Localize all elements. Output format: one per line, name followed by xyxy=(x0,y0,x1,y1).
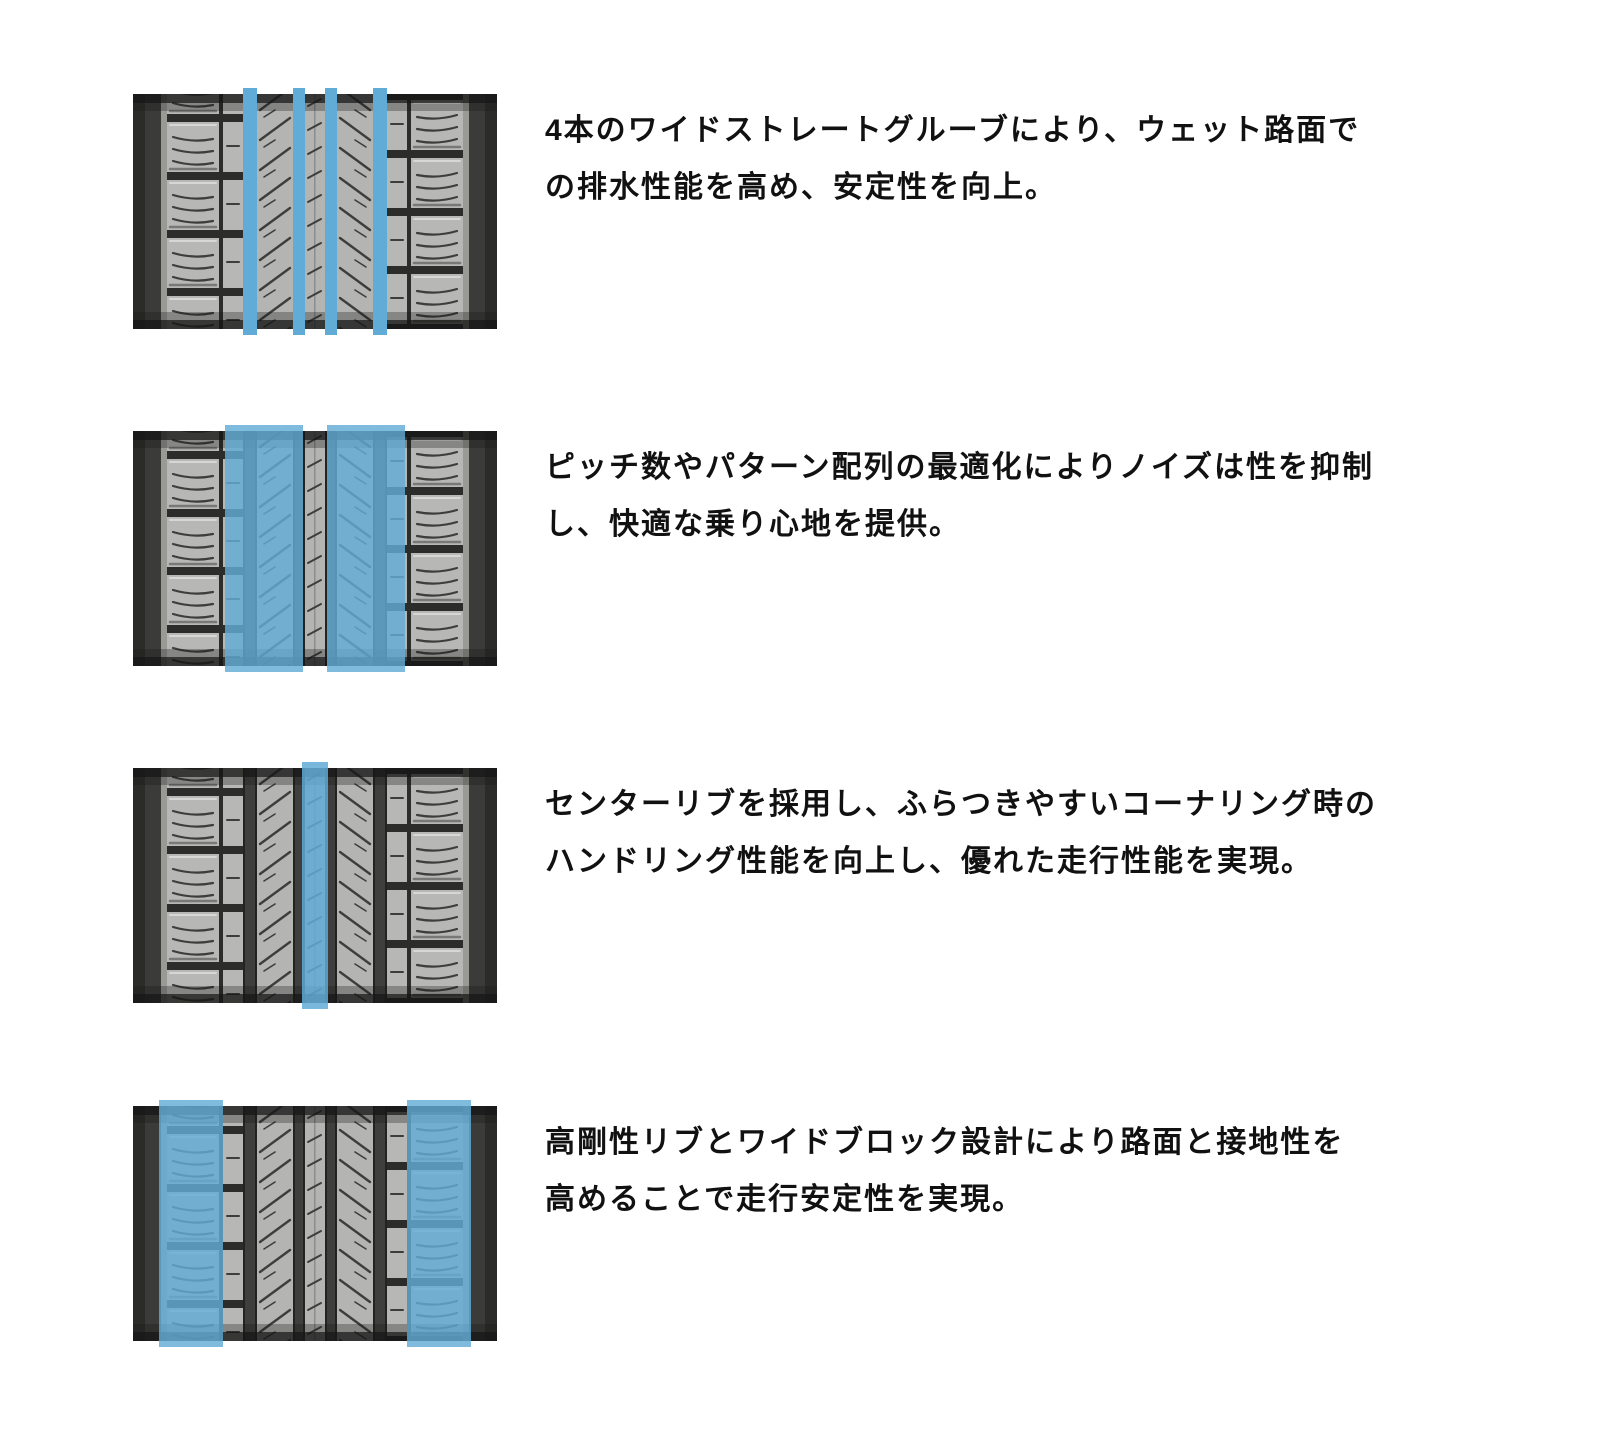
feature-description-center-rib: センターリブを採用し、ふらつきやすいコーナリング時の ハンドリング性能を向上し、… xyxy=(545,788,1377,878)
feature-row-shoulder-blocks: 高剛性リブとワイドブロック設計により路面と接地性を 高めることで走行安定性を実現… xyxy=(130,1100,1475,1347)
feature-description-shoulder-blocks: 高剛性リブとワイドブロック設計により路面と接地性を 高めることで走行安定性を実現… xyxy=(545,1126,1345,1216)
feature-row-center-rib: センターリブを採用し、ふらつきやすいコーナリング時の ハンドリング性能を向上し、… xyxy=(130,762,1475,1009)
feature-description-pattern-noise: ピッチ数やパターン配列の最適化によりノイズは性を抑制 し、快適な乗り心地を提供。 xyxy=(545,451,1374,541)
tire-tread-image-center-rib xyxy=(133,762,497,1009)
feature-row-pattern-noise: ピッチ数やパターン配列の最適化によりノイズは性を抑制 し、快適な乗り心地を提供。 xyxy=(130,425,1475,672)
tire-tread-image-grooves xyxy=(133,88,497,335)
tire-tread-image-shoulders xyxy=(133,1100,497,1347)
feature-description-grooves: 4本のワイドストレートグルーブにより、ウェット路面で の排水性能を高め、安定性を… xyxy=(545,114,1361,204)
tire-tread-image-ribs xyxy=(133,425,497,672)
feature-row-grooves: 4本のワイドストレートグルーブにより、ウェット路面で の排水性能を高め、安定性を… xyxy=(130,88,1475,335)
